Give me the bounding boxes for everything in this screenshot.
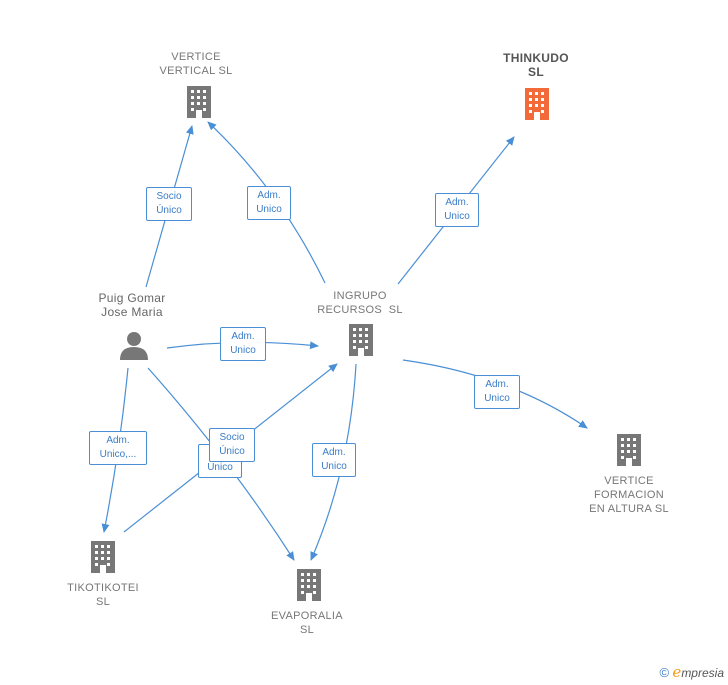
brand-logo[interactable]: © empresia [659,663,724,681]
edge-label-line: Socio [156,191,182,202]
edge-label-line: Adm. [322,447,346,458]
building-icon [91,541,115,573]
copyright-icon: © [659,665,670,680]
edge-label-line: Socio [219,432,245,443]
node-label-line: EN ALTURA SL [589,503,669,515]
edge-label-line: Adm. [485,379,509,390]
edge-label-tikotikotei-ingrupo: Socio Único [209,428,255,462]
edge-label-line: Unico [207,462,233,473]
edge-label-line: Adm. [106,435,130,446]
edge-label-line: Adm. [257,190,281,201]
edge-label-puig-vertical: Socio Único [146,187,192,221]
node-label-puig[interactable]: Puig Gomar Jose Maria [82,291,182,319]
edge-label-line: Unico [321,461,347,472]
edge-label-ingrupo-vertical: Adm. Unico [247,186,291,220]
edge-label-line: Unico [444,211,470,222]
edge-label-line: Único [156,205,182,216]
edge-label-line: Unico,... [99,449,137,460]
edge-label-puig-tikotikotei: Adm. Unico,... [89,431,147,465]
node-label-line: FORMACION [594,489,664,501]
brand-initial: e [672,663,682,681]
node-label-line: Puig Gomar [98,291,166,305]
person-icon [120,332,148,360]
node-label-line: INGRUPO [333,290,387,302]
node-label-line: Jose Maria [101,305,163,319]
building-icon [297,569,321,601]
node-label-evaporalia[interactable]: EVAPORALIA SL [257,609,357,637]
node-label-tikotikotei[interactable]: TIKOTIKOTEI SL [53,581,153,609]
edge-label-line: Adm. [231,331,255,342]
node-label-thinkudo[interactable]: THINKUDO SL [486,51,586,79]
edge-label-ingrupo-evaporalia: Adm. Unico [312,443,356,477]
node-label-vertice-vertical[interactable]: VERTICE VERTICAL SL [146,50,246,78]
edge-label-puig-ingrupo: Adm. Unico [220,327,266,361]
edge-label-line: Unico [230,345,256,356]
building-icon [349,324,373,356]
node-label-line: TIKOTIKOTEI [67,582,139,594]
node-label-line: RECURSOS SL [317,304,403,316]
edge-label-ingrupo-thinkudo: Adm. Unico [435,193,479,227]
node-label-vertice-formacion[interactable]: VERTICE FORMACION EN ALTURA SL [574,474,684,516]
node-label-line: SL [299,624,315,636]
node-label-line: THINKUDO [503,51,569,65]
building-icon [187,86,211,118]
node-label-ingrupo[interactable]: INGRUPO RECURSOS SL [305,289,415,317]
edge-label-ingrupo-formacion: Adm. Unico [474,375,520,409]
edge-label-line: Unico [256,204,282,215]
brand-name: mpresia [681,666,724,680]
node-label-line: EVAPORALIA [271,610,343,622]
edge-label-line: Unico [484,393,510,404]
building-icon [525,88,549,120]
building-icon [617,434,641,466]
edge-label-line: Adm. [445,197,469,208]
edge-label-line: Único [219,446,245,457]
node-label-line: VERTICE [171,51,221,63]
node-label-line: VERTICAL SL [159,65,233,77]
node-label-line: VERTICE [604,475,654,487]
node-label-line: SL [528,65,544,79]
node-label-line: SL [95,596,111,608]
